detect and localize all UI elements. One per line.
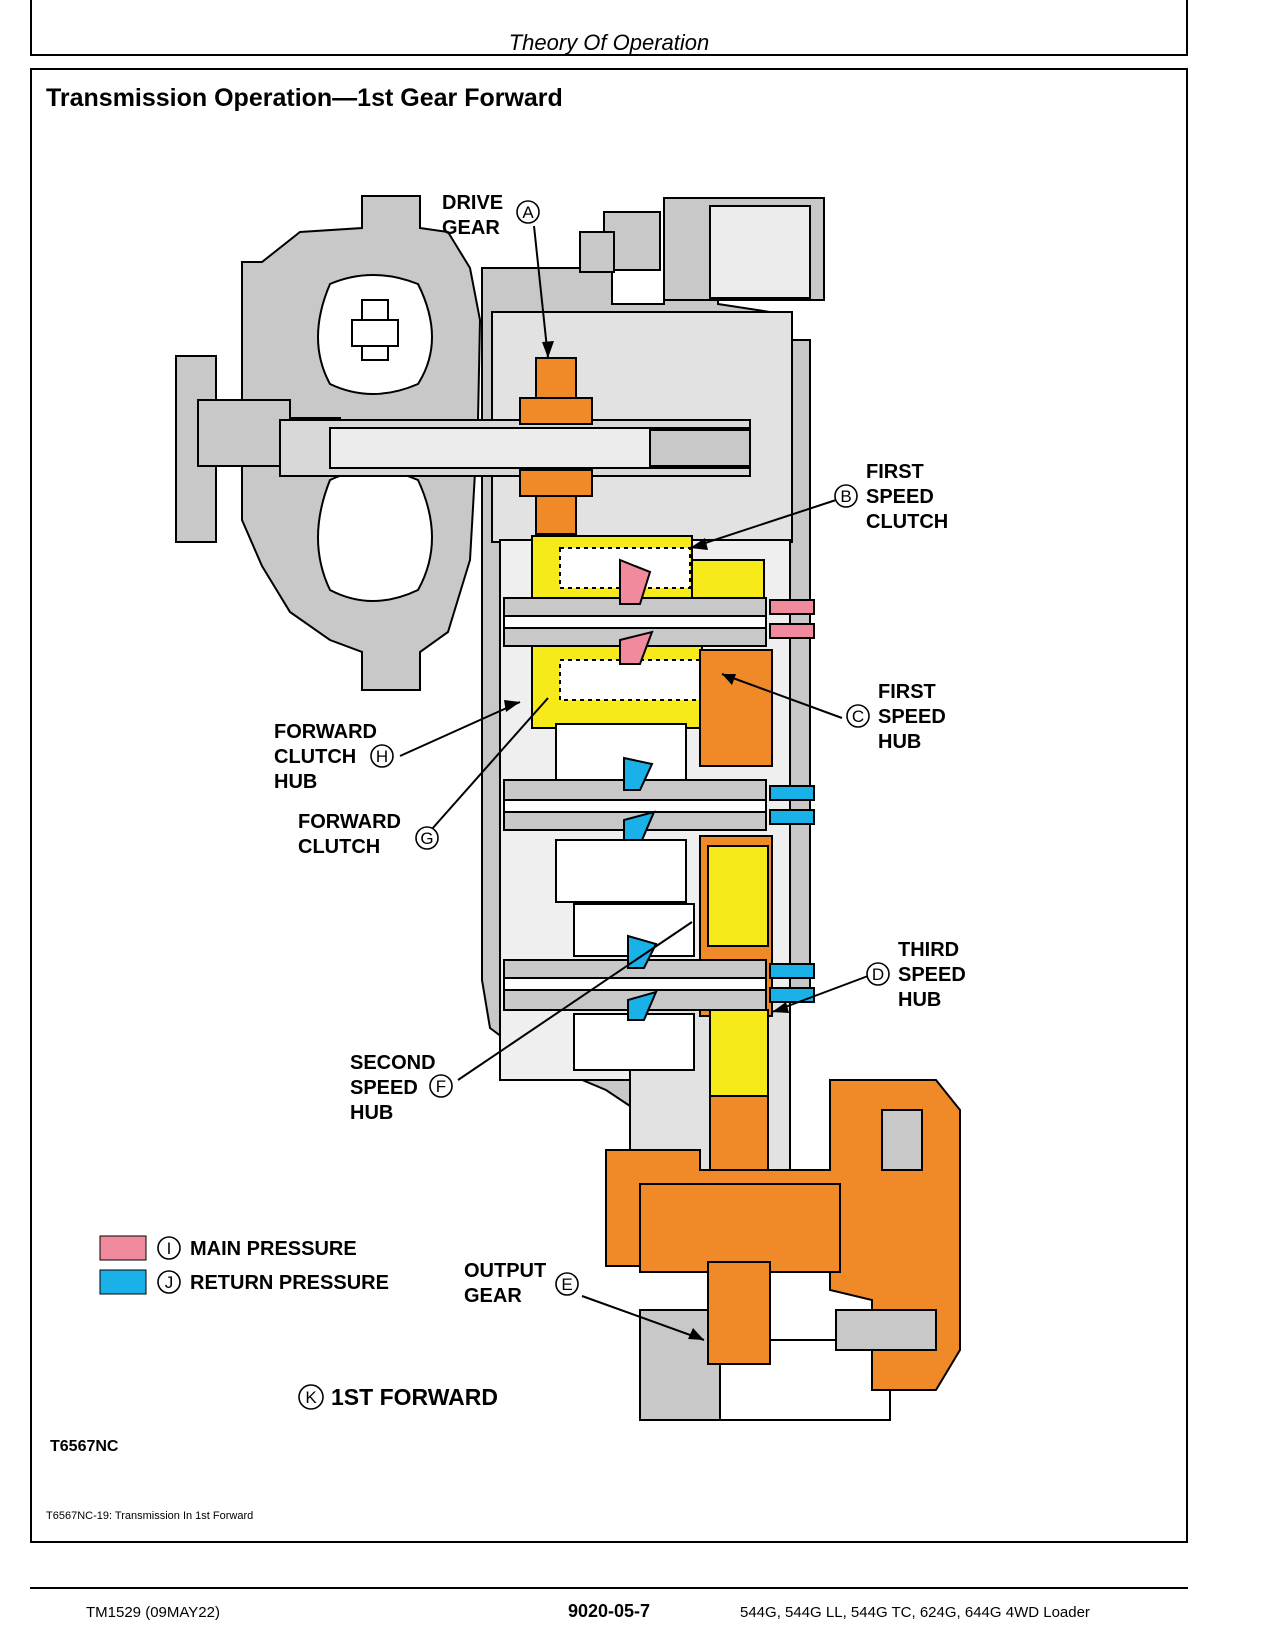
leader-forward-clutch-hub: [399, 701, 521, 757]
callout-k: K 1ST FORWARD: [298, 1384, 498, 1410]
callout-f: SECOND SPEED HUB F: [350, 1052, 453, 1124]
drive-gear: [519, 357, 593, 535]
leader-first-speed-clutch: [689, 499, 837, 549]
svg-text:SPEED: SPEED: [878, 706, 946, 728]
svg-text:K: K: [305, 1388, 317, 1407]
svg-text:1ST FORWARD: 1ST FORWARD: [331, 1384, 498, 1410]
callout-h: FORWARD CLUTCH HUB H: [274, 721, 394, 793]
svg-text:RETURN PRESSURE: RETURN PRESSURE: [190, 1272, 389, 1294]
callout-a: DRIVE GEAR A: [442, 192, 540, 239]
figure-frame: Transmission Operation—1st Gear Forward: [30, 68, 1188, 1543]
callout-d: D THIRD SPEED HUB: [866, 939, 966, 1011]
svg-text:I: I: [167, 1239, 172, 1258]
leader-output-gear: [581, 1295, 705, 1341]
legend-return-pressure: J RETURN PRESSURE: [99, 1269, 389, 1295]
legend-swatch-main: [99, 1235, 147, 1261]
callout-g: FORWARD CLUTCH G: [298, 811, 439, 858]
svg-text:D: D: [872, 965, 884, 984]
svg-text:G: G: [420, 829, 433, 848]
leader-lines: [399, 225, 869, 1341]
svg-text:OUTPUT: OUTPUT: [464, 1260, 546, 1282]
footer-rule: [30, 1587, 1188, 1589]
svg-text:HUB: HUB: [350, 1102, 393, 1124]
svg-text:GEAR: GEAR: [464, 1285, 522, 1307]
page-heading: Transmission Operation—1st Gear Forward: [46, 84, 563, 112]
callout-c: C FIRST SPEED HUB: [846, 681, 946, 753]
legend-main-pressure: I MAIN PRESSURE: [99, 1235, 357, 1261]
leader-third-speed-hub: [771, 975, 869, 1013]
leader-second-speed-hub: [457, 921, 693, 1081]
svg-text:SPEED: SPEED: [898, 964, 966, 986]
figure-caption: T6567NC-19: Transmission In 1st Forward: [46, 1510, 254, 1522]
svg-text:MAIN PRESSURE: MAIN PRESSURE: [190, 1238, 357, 1260]
svg-text:FORWARD: FORWARD: [298, 811, 401, 833]
svg-text:THIRD: THIRD: [898, 939, 959, 961]
svg-text:HUB: HUB: [878, 731, 921, 753]
svg-text:B: B: [840, 487, 851, 506]
section-title: Theory Of Operation: [508, 30, 710, 55]
svg-text:C: C: [852, 707, 864, 726]
svg-text:SECOND: SECOND: [350, 1052, 436, 1074]
callout-b: B FIRST SPEED CLUTCH: [834, 461, 948, 533]
svg-text:SPEED: SPEED: [866, 486, 934, 508]
svg-text:HUB: HUB: [274, 771, 317, 793]
leader-first-speed-hub: [721, 673, 843, 719]
svg-text:SPEED: SPEED: [350, 1077, 418, 1099]
header-box: Theory Of Operation: [30, 0, 1188, 56]
output-assembly: [605, 1079, 961, 1391]
legend: I MAIN PRESSURE J RETURN PRESSURE: [99, 1235, 389, 1295]
svg-text:FIRST: FIRST: [878, 681, 936, 703]
svg-text:FIRST: FIRST: [866, 461, 924, 483]
legend-swatch-return: [99, 1269, 147, 1295]
svg-text:J: J: [165, 1273, 174, 1292]
footer-manual-id: TM1529 (09MAY22): [86, 1604, 220, 1621]
svg-text:DRIVE: DRIVE: [442, 192, 503, 214]
leader-arrowheads: [504, 341, 789, 1340]
input-shaft: [279, 419, 751, 477]
svg-text:FORWARD: FORWARD: [274, 721, 377, 743]
svg-text:GEAR: GEAR: [442, 217, 500, 239]
svg-text:HUB: HUB: [898, 989, 941, 1011]
figure-id: T6567NC: [50, 1438, 119, 1455]
callout-e: OUTPUT GEAR E: [464, 1260, 579, 1307]
svg-text:F: F: [436, 1077, 446, 1096]
leader-drive-gear: [533, 225, 549, 359]
footer-page-number: 9020-05-7: [567, 1601, 651, 1621]
svg-text:A: A: [522, 203, 534, 222]
svg-text:H: H: [376, 747, 388, 766]
svg-text:CLUTCH: CLUTCH: [274, 746, 356, 768]
footer-models: 544G, 544G LL, 544G TC, 624G, 644G 4WD L…: [740, 1604, 1090, 1621]
leader-forward-clutch: [423, 697, 549, 839]
svg-text:E: E: [561, 1275, 572, 1294]
svg-text:CLUTCH: CLUTCH: [298, 836, 380, 858]
svg-text:CLUTCH: CLUTCH: [866, 511, 948, 533]
clutch-section: [503, 535, 815, 1097]
